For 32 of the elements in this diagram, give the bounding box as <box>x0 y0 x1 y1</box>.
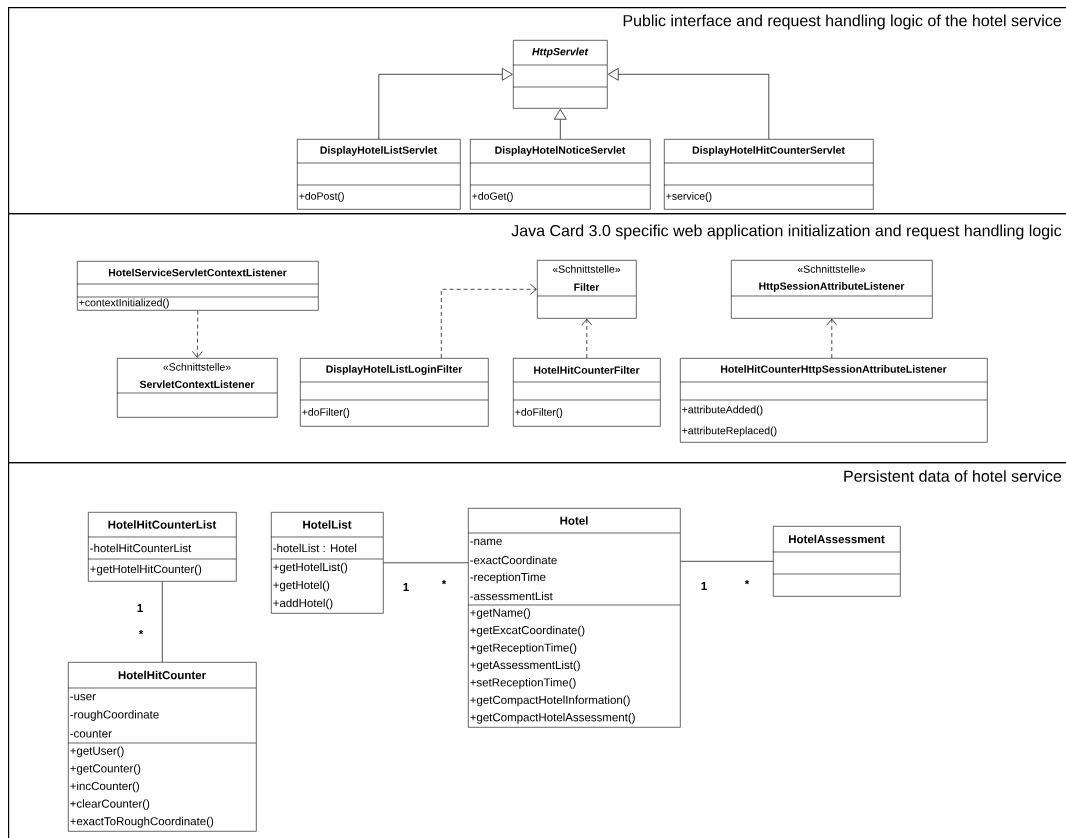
multiplicity: * <box>138 630 144 635</box>
generalization-arrow <box>378 68 513 140</box>
class-box: HotelHitCounterList -hotelHitCounterList +getHotelHitCounter() <box>87 512 237 582</box>
association-line <box>383 562 469 564</box>
class-box: «Schnittstelle» Filter <box>536 260 637 319</box>
class-box: HttpServlet <box>512 40 608 109</box>
class-box: Hotel -name -exactCoordinate -receptionTime -assessmentList +getName() +getExcatCoordinate() +getReceptionTime() +getAssessmentList() +setReceptionTime() +getCompactHotelInformation() +getCompactHotelAssessment() <box>467 508 681 728</box>
class-box: HotelHitCounterFilter +doFilter() <box>512 358 661 427</box>
multiplicity: 1 <box>137 604 143 612</box>
multiplicity: * <box>744 580 750 585</box>
class-box: HotelHitCounter -user -roughCoordinate -counter +getUser() +getCounter() +incCounter() +clearCounter() +exactToRoughCoordinate() <box>67 662 257 832</box>
class-box: «Schnittstelle» HttpSessionAttributeListener <box>730 260 933 319</box>
class-box: DisplayHotelListServlet +doPost() <box>296 139 461 210</box>
dependency-arrow <box>581 318 593 359</box>
class-box: DisplayHotelListLoginFilter +doFilter() <box>299 358 489 427</box>
class-box: «Schnittstelle» ServletContextListener <box>116 358 278 418</box>
dependency-arrow <box>440 283 537 359</box>
association-line <box>161 581 163 663</box>
dependency-arrow <box>826 318 838 359</box>
class-box: HotelList -hotelList : Hotel +getHotelList() +getHotel() +addHotel() <box>270 512 384 614</box>
dependency-arrow <box>192 310 203 358</box>
generalization-arrow <box>607 68 770 140</box>
multiplicity: 1 <box>701 582 707 590</box>
class-box: HotelHitCounterHttpSessionAttributeListener +attributeAdded() +attributeReplaced() <box>679 358 988 443</box>
generalization-arrow <box>554 108 567 140</box>
class-box: DisplayHotelNoticeServlet +doGet() <box>469 139 651 210</box>
association-line <box>680 560 774 562</box>
class-box: HotelServiceServletContextListener +contextInitialized() <box>76 261 319 311</box>
class-box: DisplayHotelHitCounterServlet +service() <box>663 139 874 210</box>
multiplicity: * <box>441 580 447 585</box>
multiplicity: 1 <box>403 583 409 591</box>
class-box: HotelAssessment <box>772 526 901 597</box>
